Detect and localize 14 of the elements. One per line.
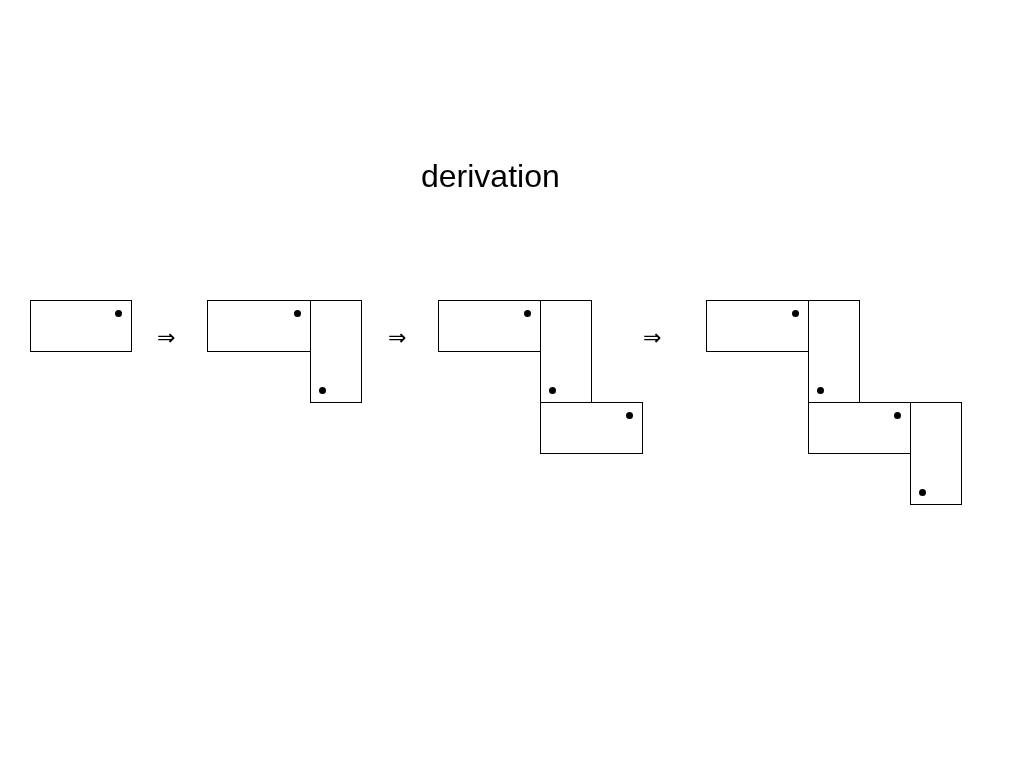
tile-rectangle: [540, 300, 592, 403]
tile-rectangle: [438, 300, 541, 352]
tile-rectangle: [808, 402, 911, 454]
tile-rectangle: [30, 300, 132, 352]
derivation-arrow-symbol: ⇒: [157, 327, 176, 349]
tile-rectangle: [310, 300, 362, 403]
tile-rectangle: [808, 300, 860, 403]
tile-rectangle: [207, 300, 311, 352]
tile-rectangle: [910, 402, 962, 505]
tile-rectangle: [706, 300, 809, 352]
diagram-title: derivation: [421, 158, 560, 194]
derivation-arrow-symbol: ⇒: [643, 327, 662, 349]
derivation-arrow-symbol: ⇒: [388, 327, 407, 349]
tile-rectangle: [540, 402, 643, 454]
